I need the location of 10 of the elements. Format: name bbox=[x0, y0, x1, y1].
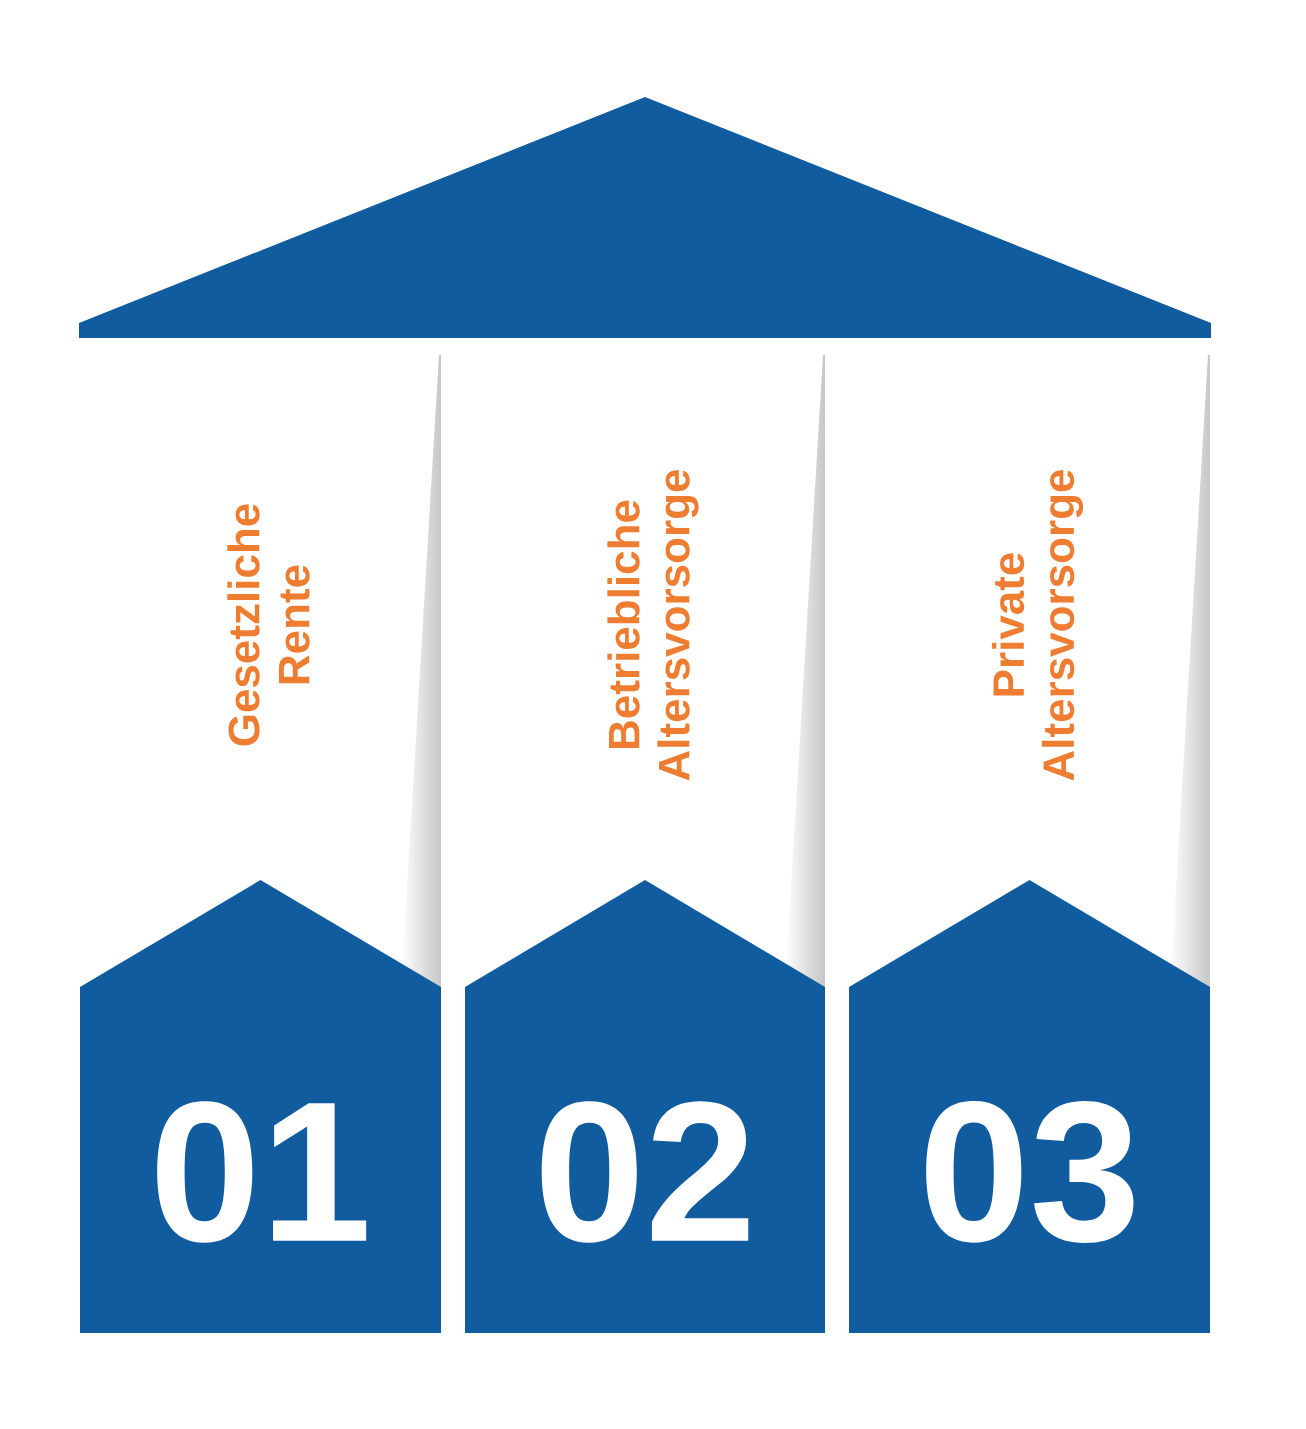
pillar bbox=[465, 355, 825, 1333]
pillar-number: 03 bbox=[926, 1101, 1134, 1243]
pillar-number: 02 bbox=[541, 1101, 749, 1243]
roof bbox=[79, 97, 1211, 338]
pillar-label: Betriebliche Altersvorsorge bbox=[607, 470, 699, 781]
pillar-label: Private Altersvorsorge bbox=[991, 470, 1084, 781]
pillar bbox=[849, 355, 1210, 1333]
pillar bbox=[80, 355, 441, 1333]
pillar-label: Gesetzliche Rente bbox=[227, 504, 310, 746]
pillar-number: 01 bbox=[157, 1101, 367, 1243]
